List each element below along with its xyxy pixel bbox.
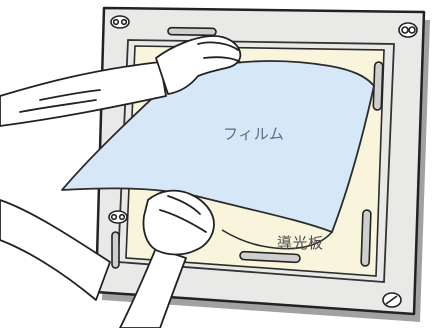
screw-bottom-right	[383, 293, 401, 307]
screw-bottom-left	[109, 211, 127, 223]
slot-top	[168, 28, 216, 36]
lower-arm-back	[0, 200, 110, 300]
light-guide-plate-label: 導光板	[277, 232, 324, 253]
slot-left-lower	[112, 232, 119, 268]
film-label: フィルム	[223, 123, 284, 144]
screw-top-left	[111, 16, 129, 28]
slot-right-lower	[361, 210, 371, 266]
screw-top-right	[399, 23, 417, 37]
